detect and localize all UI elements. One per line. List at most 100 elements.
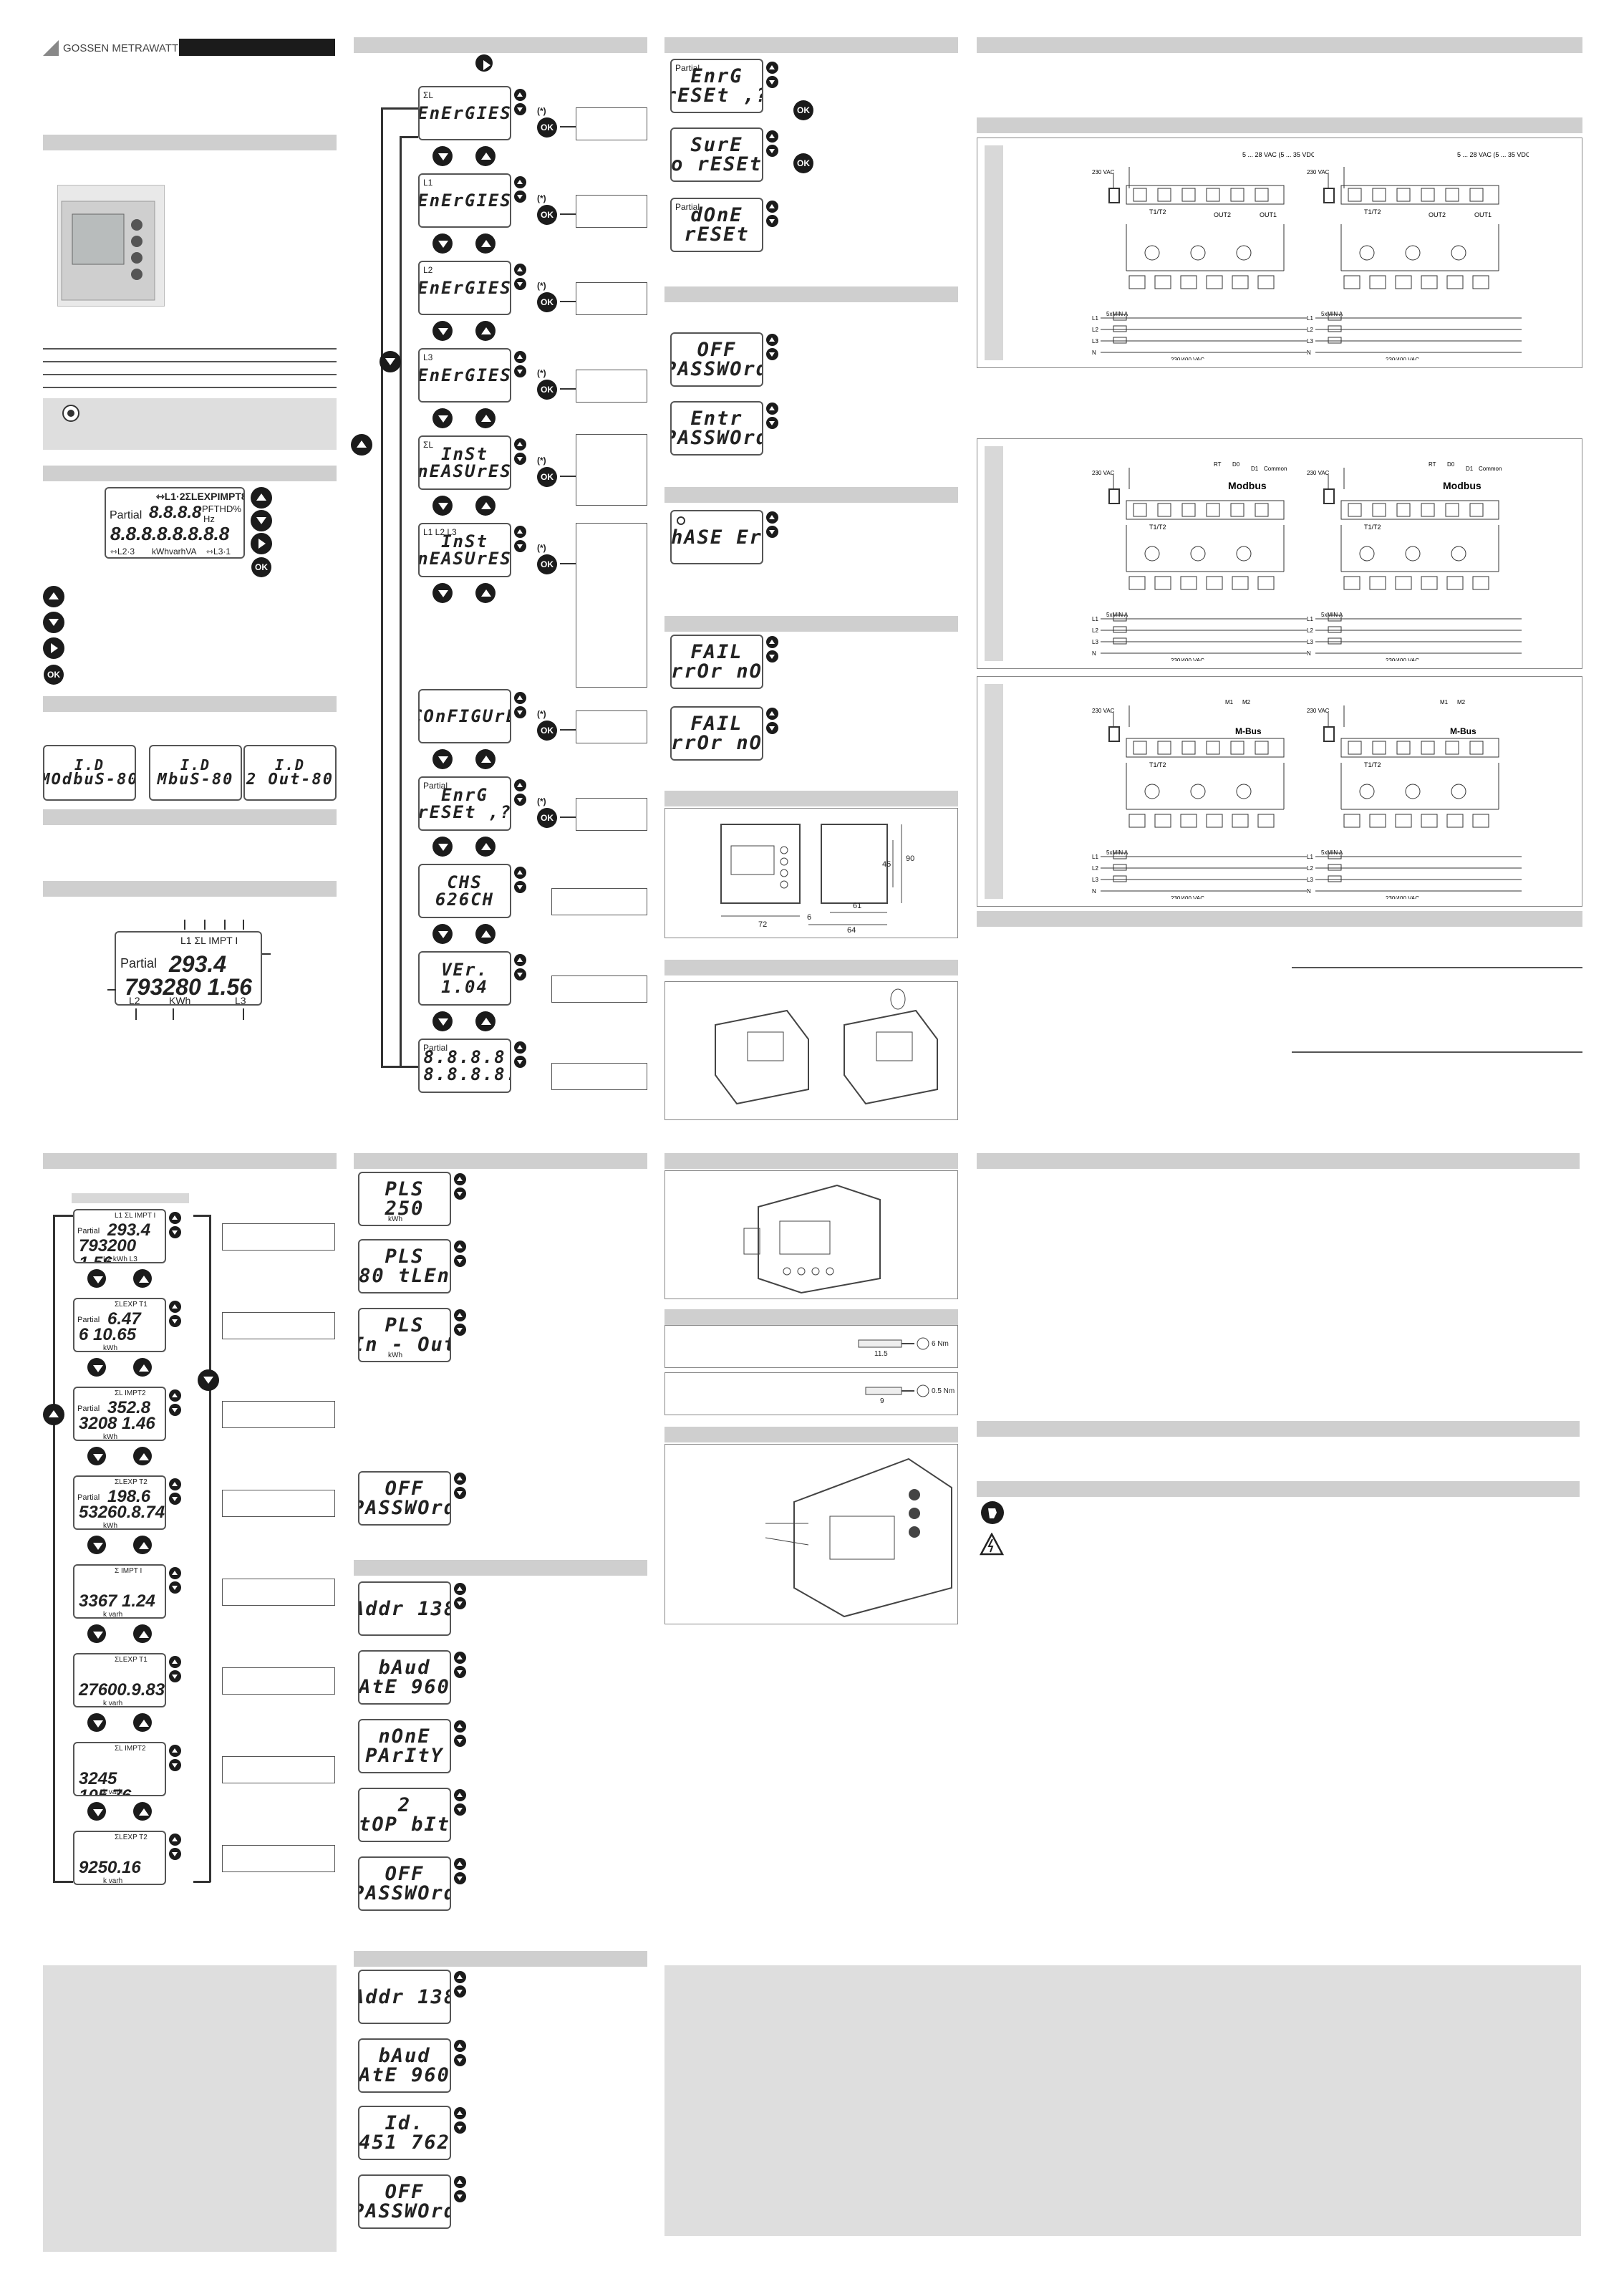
up-icon — [454, 2176, 466, 2188]
svg-text:L3: L3 — [1092, 877, 1098, 883]
section-header — [977, 37, 1582, 53]
menu-item-up-button[interactable] — [475, 837, 496, 857]
section-header — [43, 881, 337, 897]
menu-item-down-button[interactable] — [432, 924, 453, 944]
section-header — [664, 616, 958, 632]
up-icon — [514, 351, 526, 363]
bottom-right-block — [664, 1965, 1581, 2236]
energy-item-down-button[interactable] — [87, 1536, 106, 1554]
note-marker: (*) — [537, 709, 546, 719]
menu-item-up-button[interactable] — [475, 233, 496, 254]
menu-item-up-button[interactable] — [475, 749, 496, 769]
down-icon — [514, 103, 526, 115]
down-icon — [514, 968, 526, 981]
up-icon — [514, 954, 526, 966]
energy-item-down-button[interactable] — [87, 1713, 106, 1732]
section-header — [354, 37, 647, 53]
svg-text:230 VAC: 230 VAC — [1307, 708, 1330, 714]
down-icon — [514, 881, 526, 893]
hazard-warning-icon — [980, 1533, 1004, 1556]
svg-text:T1/T2: T1/T2 — [1149, 524, 1166, 531]
menu-ok-button[interactable]: OK — [537, 380, 557, 400]
up-icon — [169, 1212, 181, 1224]
menu-item-up-button[interactable] — [475, 146, 496, 166]
menu-item-down-button[interactable] — [432, 1011, 453, 1031]
menu-item-down-button[interactable] — [432, 496, 453, 516]
modbus-lcd: bAudrAtE 9600 — [358, 1650, 451, 1705]
menu-item-down-button[interactable] — [432, 321, 453, 341]
description-box — [551, 975, 647, 1003]
menu-item-up-button[interactable] — [475, 321, 496, 341]
menu-item-down-button[interactable] — [432, 583, 453, 603]
note-marker: (*) — [537, 368, 546, 378]
confirm-ok-button[interactable]: OK — [793, 153, 813, 173]
menu-item-up-button[interactable] — [475, 408, 496, 428]
energy-item-down-button[interactable] — [87, 1447, 106, 1465]
menu-item-down-button[interactable] — [432, 837, 453, 857]
menu-item-up-button[interactable] — [475, 1011, 496, 1031]
ok-button[interactable]: OK — [251, 557, 271, 577]
svg-text:RT: RT — [1214, 461, 1222, 468]
description-box — [576, 195, 647, 228]
energy-up-button[interactable] — [43, 1404, 64, 1425]
svg-text:Modbus: Modbus — [1228, 480, 1267, 491]
up-button[interactable] — [251, 487, 272, 509]
energy-item-up-button[interactable] — [133, 1713, 152, 1732]
menu-item-down-button[interactable] — [432, 408, 453, 428]
menu-ok-button[interactable]: OK — [537, 117, 557, 138]
energy-item-up-button[interactable] — [133, 1536, 152, 1554]
energy-item-up-button[interactable] — [133, 1358, 152, 1377]
down-button[interactable] — [251, 510, 272, 531]
menu-up-button[interactable] — [351, 434, 372, 456]
svg-text:L2: L2 — [1092, 627, 1098, 634]
menu-ok-button[interactable]: OK — [537, 292, 557, 312]
menu-item-up-button[interactable] — [475, 583, 496, 603]
menu-item-down-button[interactable] — [432, 233, 453, 254]
description-box — [222, 1579, 335, 1606]
menu-item-down-button[interactable] — [432, 749, 453, 769]
device-3d-drawing — [664, 1170, 958, 1299]
energy-item-up-button[interactable] — [133, 1802, 152, 1821]
section-header — [977, 1481, 1580, 1497]
energy-item-up-button[interactable] — [133, 1624, 152, 1643]
up-icon — [766, 201, 778, 213]
read-manual-icon — [981, 1501, 1004, 1524]
menu-ok-button[interactable]: OK — [537, 808, 557, 828]
energy-item-down-button[interactable] — [87, 1802, 106, 1821]
description-box — [222, 1756, 335, 1783]
energy-item-down-button[interactable] — [87, 1269, 106, 1288]
section-header — [43, 1153, 337, 1169]
svg-text:N: N — [1092, 888, 1096, 895]
description-box — [576, 434, 647, 506]
menu-item-down-button[interactable] — [432, 146, 453, 166]
menu-ok-button[interactable]: OK — [537, 721, 557, 741]
up-icon — [514, 692, 526, 704]
section-header — [43, 696, 337, 712]
reset-lcd: SurEto rESEt? — [670, 127, 763, 182]
up-icon — [514, 867, 526, 879]
phase-warning-icon — [677, 516, 685, 525]
svg-text:230/400 VAC: 230/400 VAC — [1386, 895, 1419, 899]
energy-item-down-button[interactable] — [87, 1624, 106, 1643]
menu-ok-button[interactable]: OK — [537, 554, 557, 574]
legend-down-icon — [43, 612, 64, 633]
right-button[interactable] — [251, 533, 272, 554]
down-icon — [169, 1493, 181, 1505]
energy-down-button[interactable] — [198, 1369, 219, 1391]
reset-ok-button[interactable]: OK — [793, 100, 813, 120]
menu-down-button[interactable] — [380, 351, 401, 372]
description-box — [551, 1063, 647, 1090]
energy-item-up-button[interactable] — [133, 1269, 152, 1288]
energy-item-up-button[interactable] — [133, 1447, 152, 1465]
energy-item-down-button[interactable] — [87, 1358, 106, 1377]
svg-text:230 VAC: 230 VAC — [1092, 169, 1115, 175]
menu-ok-button[interactable]: OK — [537, 205, 557, 225]
section-header — [43, 466, 337, 481]
modbus-lcd: OFFPASSWOrd — [358, 1856, 451, 1911]
menu-ok-button[interactable]: OK — [537, 467, 557, 487]
menu-item-up-button[interactable] — [475, 924, 496, 944]
menu-item-up-button[interactable] — [475, 496, 496, 516]
